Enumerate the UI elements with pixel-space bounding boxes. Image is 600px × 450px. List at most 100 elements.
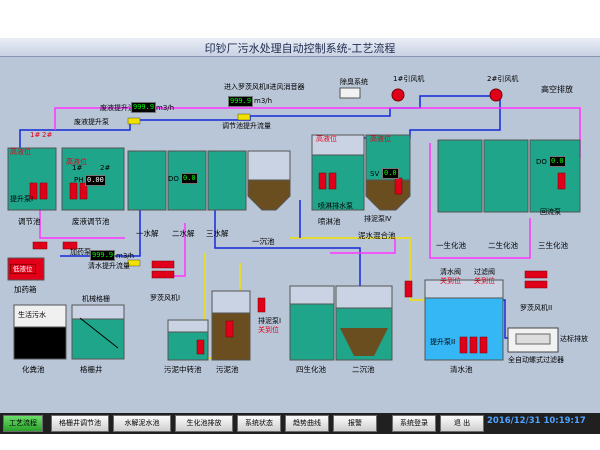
label-fan-1: 1#引风机 <box>393 75 425 83</box>
pump-tag-2: 2# <box>42 131 53 139</box>
label-dabiao: 达标排放 <box>560 335 588 343</box>
fan-1 <box>391 88 405 102</box>
pump-a2 <box>39 182 48 200</box>
title-bar: 印钞厂污水处理自动控制系统-工艺流程 <box>0 38 600 57</box>
label-penlin-pump: 喷淋排水泵 <box>318 202 353 210</box>
nav-alarm-button[interactable]: 报警 <box>333 415 377 432</box>
pump-j1 <box>459 336 468 354</box>
process-diagram <box>7 87 581 361</box>
name-erchen: 二沉池 <box>352 365 375 374</box>
pipe-magenta-1 <box>54 107 581 158</box>
label-tishengbeng-ii: 提升泵II <box>430 338 456 346</box>
label-guandao-2: 关到位 <box>440 277 461 285</box>
label-qingshui-flow: 清水提升流量 <box>88 262 130 270</box>
pump-b2 <box>79 182 88 200</box>
name-sansheng: 三生化池 <box>538 241 568 250</box>
valve-1 <box>127 117 141 125</box>
label-jiayaobeng: 加药泵 <box>70 248 91 256</box>
label-jixiegeshan: 机械格栅 <box>82 295 110 303</box>
pipe-blue-sludge <box>214 206 361 288</box>
label-qingshuifa: 清水阀 <box>440 268 461 276</box>
label-alarm-1: 高液位 <box>10 148 31 156</box>
name-qingshui: 清水池 <box>450 365 473 374</box>
nav-exit-button[interactable]: 退 出 <box>440 415 484 432</box>
label-luofeng-ii: 罗茨风机II <box>520 304 553 312</box>
name-ersheng: 二生化池 <box>488 241 518 250</box>
label-tiaojie-flow: 调节池提升流量 <box>222 122 271 130</box>
pipe-yellow-3 <box>290 237 425 301</box>
label-do-1: DO <box>168 175 179 183</box>
nav-status-button[interactable]: 系统状态 <box>237 415 281 432</box>
label-do-2: DO <box>536 158 547 166</box>
tank-yisheng <box>437 139 483 213</box>
label-alarm-3: 高液位 <box>316 135 337 143</box>
valve-2 <box>237 113 251 121</box>
readout-qingshui-flow: 999.9 <box>90 250 116 261</box>
pump-m1 <box>257 297 266 313</box>
label-alarm-2: 高液位 <box>66 158 87 166</box>
name-penlin: 喷淋池 <box>318 217 341 226</box>
readout-ph: 0.00 <box>85 175 106 186</box>
label-luofeng-i: 罗茨风机I <box>150 294 181 302</box>
label-tishengbeng-i: 提升泵I <box>10 195 34 203</box>
pump-e1 <box>557 172 566 190</box>
label-feiye-pump: 废液提升泵 <box>74 118 109 126</box>
nav-login-button[interactable]: 系统登录 <box>392 415 436 432</box>
label-huiliubeng: 回流泵 <box>540 208 561 216</box>
readout-do-1: 0.0 <box>181 173 198 184</box>
tank-yichen <box>247 179 291 211</box>
pump-i1 <box>404 280 413 298</box>
name-sanshuijie: 三水解 <box>206 229 229 238</box>
name-yishuijie: 一水解 <box>136 229 159 238</box>
pipe-magenta-4 <box>429 143 531 259</box>
pump-f1 <box>32 241 48 250</box>
tank-yishuijie <box>127 150 167 211</box>
pump-c2 <box>328 172 337 190</box>
pump-g1 <box>151 260 175 269</box>
readout-tiaojie-flow: 999.9 <box>228 96 254 107</box>
label-guandao-1: 关到位 <box>258 326 279 334</box>
nav-shenghua-button[interactable]: 生化池排放 <box>175 415 233 432</box>
label-shenghuowushui: 生活污水 <box>18 311 46 319</box>
fan-2 <box>489 88 503 102</box>
label-alarm-4: 高液位 <box>370 135 391 143</box>
pump-b1 <box>69 182 78 200</box>
unit-3: m3/h <box>116 252 135 260</box>
label-gaokong: 高空排放 <box>541 85 573 94</box>
readout-do-2: 0.0 <box>549 156 566 167</box>
label-painibeng-iv: 排泥泵Ⅳ <box>364 215 392 223</box>
bottom-nav-bar: 工艺流程 格栅井调节池 水解泥水池 生化池排放 系统状态 趋势曲线 报警 系统登… <box>0 413 600 434</box>
valve-3 <box>127 259 141 267</box>
name-nishui: 泥水混合池 <box>358 231 396 240</box>
label-painibeng-i: 排泥泵I <box>258 317 282 325</box>
label-guolvqi: 全自动螺式过滤器 <box>508 356 564 364</box>
pump-g2 <box>151 270 175 279</box>
pump-l1 <box>196 339 205 355</box>
label-fan-2: 2#引风机 <box>487 75 519 83</box>
alarm-diyewei: 低液位 <box>10 264 36 274</box>
pump-f2 <box>62 241 78 250</box>
nav-geshan-button[interactable]: 格栅井调节池 <box>51 415 109 432</box>
tank-sanshuijie <box>207 150 247 211</box>
label-guolvfa: 过滤阀 <box>474 268 495 276</box>
datetime-display: 2016/12/31 10:19:17 <box>487 416 586 426</box>
tank-sansheng <box>529 139 581 213</box>
unit-2: m3/h <box>254 97 273 105</box>
nav-gongyi-button[interactable]: 工艺流程 <box>3 415 43 432</box>
pump-c1 <box>318 172 327 190</box>
label-feiye-flow: 废液提升流量 <box>100 104 142 112</box>
label-sv: SV <box>370 170 380 178</box>
pipe-magenta-5 <box>330 238 396 254</box>
pump-tag-1: 1# <box>30 131 41 139</box>
nav-trend-button[interactable]: 趋势曲线 <box>285 415 329 432</box>
scada-screen: 印钞厂污水处理自动控制系统-工艺流程 <box>0 38 600 413</box>
pump-j3 <box>479 336 488 354</box>
nav-shuijie-button[interactable]: 水解泥水池 <box>113 415 171 432</box>
pump-a1 <box>29 182 38 200</box>
unit-1: m3/h <box>156 104 175 112</box>
name-sisheng: 四生化池 <box>296 365 326 374</box>
window-title: 印钞厂污水处理自动控制系统-工艺流程 <box>204 42 396 55</box>
name-huafen: 化粪池 <box>22 365 45 374</box>
readout-sv: 0.0 <box>382 168 399 179</box>
name-yisheng: 一生化池 <box>436 241 466 250</box>
